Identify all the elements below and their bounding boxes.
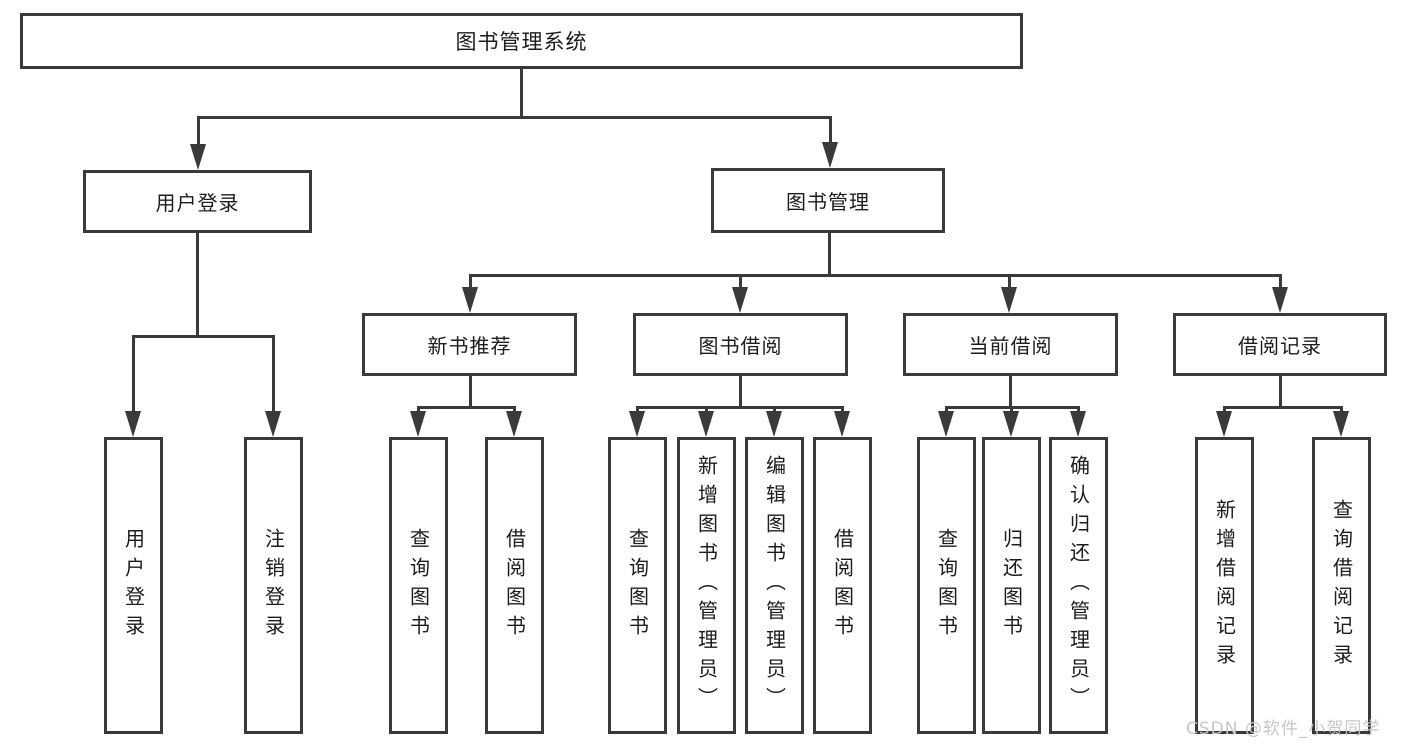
node-book-management: 图书管理 (711, 168, 945, 233)
arrow-down-icon (506, 411, 522, 437)
arrow-down-icon (766, 411, 782, 437)
arrow-down-icon (1003, 411, 1019, 437)
arrow-down-icon (732, 287, 748, 313)
node-borrowing-records: 借阅记录 (1173, 313, 1387, 376)
leaf-label: 查询图书 (625, 527, 650, 644)
connector-vline (829, 116, 832, 144)
leaf-user-login: 用户登录 (104, 437, 163, 734)
connector-vline (1340, 406, 1343, 414)
leaf-query-books-2: 查询图书 (608, 437, 667, 734)
node-book-borrowing: 图书借阅 (633, 313, 848, 376)
connector-vline (705, 406, 708, 414)
connector-vline (828, 232, 831, 277)
node-new-book-recommend: 新书推荐 (362, 313, 577, 376)
connector-hline (417, 406, 516, 409)
connector-hline (1223, 406, 1343, 409)
connector-vline (1009, 375, 1012, 409)
arrow-down-icon (190, 144, 206, 170)
arrow-down-icon (1216, 411, 1232, 437)
connector-hline (197, 116, 832, 119)
leaf-borrow-books-2: 借阅图书 (813, 437, 872, 734)
leaf-query-books-1: 查询图书 (389, 437, 448, 734)
node-current-borrowing: 当前借阅 (903, 313, 1118, 376)
arrow-down-icon (1272, 287, 1288, 313)
connector-hline (636, 406, 844, 409)
connector-hline (945, 406, 1080, 409)
connector-vline (513, 406, 516, 414)
arrow-down-icon (1001, 287, 1017, 313)
leaf-add-books-admin: 新增图书（管理员） (677, 437, 736, 734)
connector-vline (636, 406, 639, 414)
node-user-login: 用户登录 (83, 170, 312, 233)
arrow-down-icon (1070, 411, 1086, 437)
leaf-label: 借阅图书 (502, 527, 527, 644)
leaf-label: 归还图书 (999, 527, 1024, 644)
node-label: 用户登录 (155, 191, 240, 215)
arrow-down-icon (834, 411, 850, 437)
connector-vline (196, 232, 199, 338)
connector-vline (1010, 406, 1013, 414)
leaf-query-books-3: 查询图书 (917, 437, 976, 734)
connector-vline (132, 335, 135, 413)
arrow-down-icon (1333, 411, 1349, 437)
connector-vline (1279, 375, 1282, 409)
leaf-add-borrow-record: 新增借阅记录 (1195, 437, 1254, 734)
csdn-watermark: CSDN @软件_小贺同学 (1186, 719, 1381, 739)
arrow-down-icon (938, 411, 954, 437)
connector-hline (132, 335, 275, 338)
node-label: 借阅记录 (1238, 334, 1322, 358)
connector-vline (739, 375, 742, 409)
node-label: 图书借阅 (698, 334, 783, 358)
arrow-down-icon (265, 411, 281, 437)
connector-vline (520, 69, 523, 119)
leaf-return-books: 归还图书 (982, 437, 1041, 734)
connector-vline (841, 406, 844, 414)
connector-vline (1008, 274, 1011, 291)
leaf-label: 借阅图书 (830, 527, 855, 644)
leaf-label: 新增图书（管理员） (694, 455, 719, 716)
connector-vline (1279, 274, 1282, 291)
arrow-down-icon (698, 411, 714, 437)
node-library-management-system: 图书管理系统 (20, 13, 1023, 69)
connector-vline (739, 274, 742, 291)
leaf-label: 查询图书 (406, 527, 431, 644)
leaf-query-borrow-record: 查询借阅记录 (1312, 437, 1371, 734)
leaf-edit-books-admin: 编辑图书（管理员） (745, 437, 804, 734)
connector-vline (773, 406, 776, 414)
arrow-down-icon (462, 287, 478, 313)
leaf-label: 注销登录 (261, 527, 286, 644)
node-label: 图书管理 (786, 190, 870, 214)
node-label: 图书管理系统 (455, 30, 588, 54)
arrow-down-icon (629, 411, 645, 437)
connector-vline (417, 406, 420, 414)
connector-vline (945, 406, 948, 414)
connector-vline (469, 274, 472, 291)
leaf-borrow-books-1: 借阅图书 (485, 437, 544, 734)
connector-vline (1223, 406, 1226, 414)
arrow-down-icon (125, 411, 141, 437)
leaf-label: 查询图书 (934, 527, 959, 644)
leaf-label: 查询借阅记录 (1329, 498, 1354, 673)
connector-vline (469, 375, 472, 409)
leaf-label: 用户登录 (121, 527, 146, 644)
connector-vline (1077, 406, 1080, 414)
leaf-label: 确认归还（管理员） (1066, 455, 1091, 716)
connector-vline (197, 116, 200, 146)
leaf-label: 新增借阅记录 (1212, 498, 1237, 673)
leaf-confirm-return-admin: 确认归还（管理员） (1049, 437, 1108, 734)
node-label: 当前借阅 (968, 334, 1053, 358)
connector-vline (272, 335, 275, 413)
leaf-label: 编辑图书（管理员） (762, 455, 787, 716)
leaf-logout: 注销登录 (244, 437, 303, 734)
node-label: 新书推荐 (427, 334, 512, 358)
arrow-down-icon (822, 142, 838, 168)
arrow-down-icon (410, 411, 426, 437)
connector-hline (469, 274, 1282, 277)
